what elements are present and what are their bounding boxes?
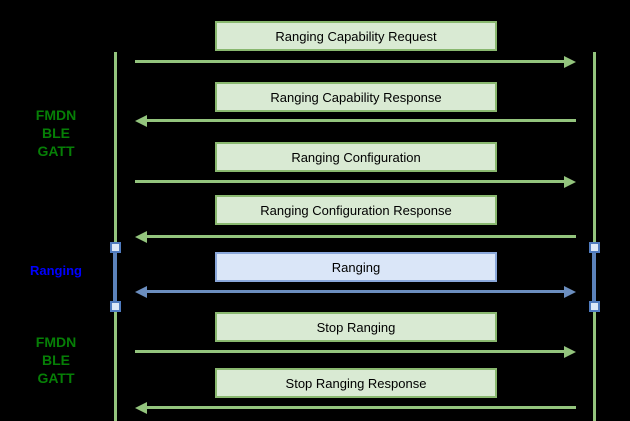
activation-box (110, 301, 121, 312)
phase-label-fmdn-ble-gatt-top: FMDN BLE GATT (10, 106, 102, 160)
message-box: Ranging Configuration (215, 142, 497, 172)
message-arrow (135, 285, 576, 298)
phase-label-line: FMDN (35, 107, 77, 123)
phase-label-line: GATT (37, 370, 75, 386)
phase-label-line: BLE (42, 125, 70, 141)
phase-label-line: Ranging (30, 263, 82, 278)
ranging-segment-left (113, 250, 117, 305)
message-box: Stop Ranging (215, 312, 497, 342)
activation-box (110, 242, 121, 253)
activation-box (589, 301, 600, 312)
message-box: Ranging Capability Request (215, 21, 497, 51)
phase-label-line: FMDN (35, 334, 77, 350)
message-arrow (135, 345, 576, 358)
message-box: Ranging Configuration Response (215, 195, 497, 225)
phase-label-ranging: Ranging (10, 262, 102, 280)
message-box: Ranging (215, 252, 497, 282)
phase-label-fmdn-ble-gatt-bottom: FMDN BLE GATT (10, 333, 102, 387)
message-arrow (135, 55, 576, 68)
message-arrow (135, 230, 576, 243)
message-box: Ranging Capability Response (215, 82, 497, 112)
message-arrow (135, 175, 576, 188)
message-arrow (135, 401, 576, 414)
phase-label-line: BLE (42, 352, 70, 368)
lifeline-right (593, 52, 596, 421)
activation-box (589, 242, 600, 253)
phase-label-line: GATT (37, 143, 75, 159)
ranging-segment-right (592, 250, 596, 305)
message-box: Stop Ranging Response (215, 368, 497, 398)
lifeline-left (114, 52, 117, 421)
message-arrow (135, 114, 576, 127)
